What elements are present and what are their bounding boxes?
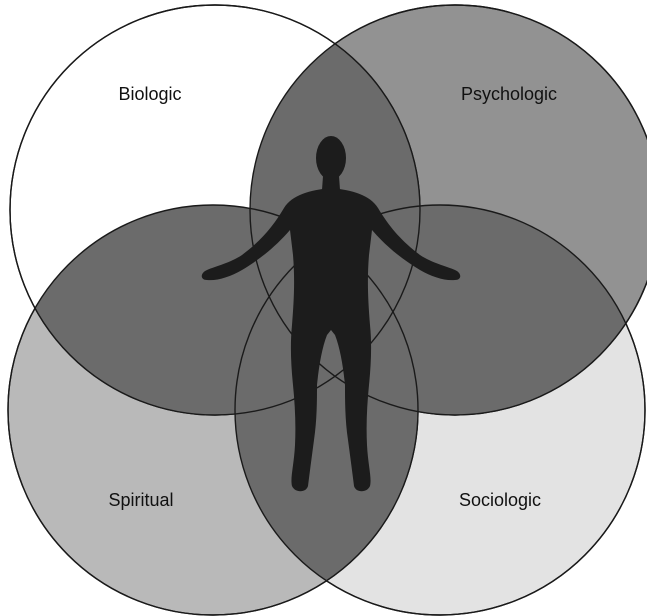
biologic-label: Biologic (118, 84, 181, 104)
sociologic-label: Sociologic (459, 490, 541, 510)
spiritual-label: Spiritual (108, 490, 173, 510)
psychologic-label: Psychologic (461, 84, 557, 104)
